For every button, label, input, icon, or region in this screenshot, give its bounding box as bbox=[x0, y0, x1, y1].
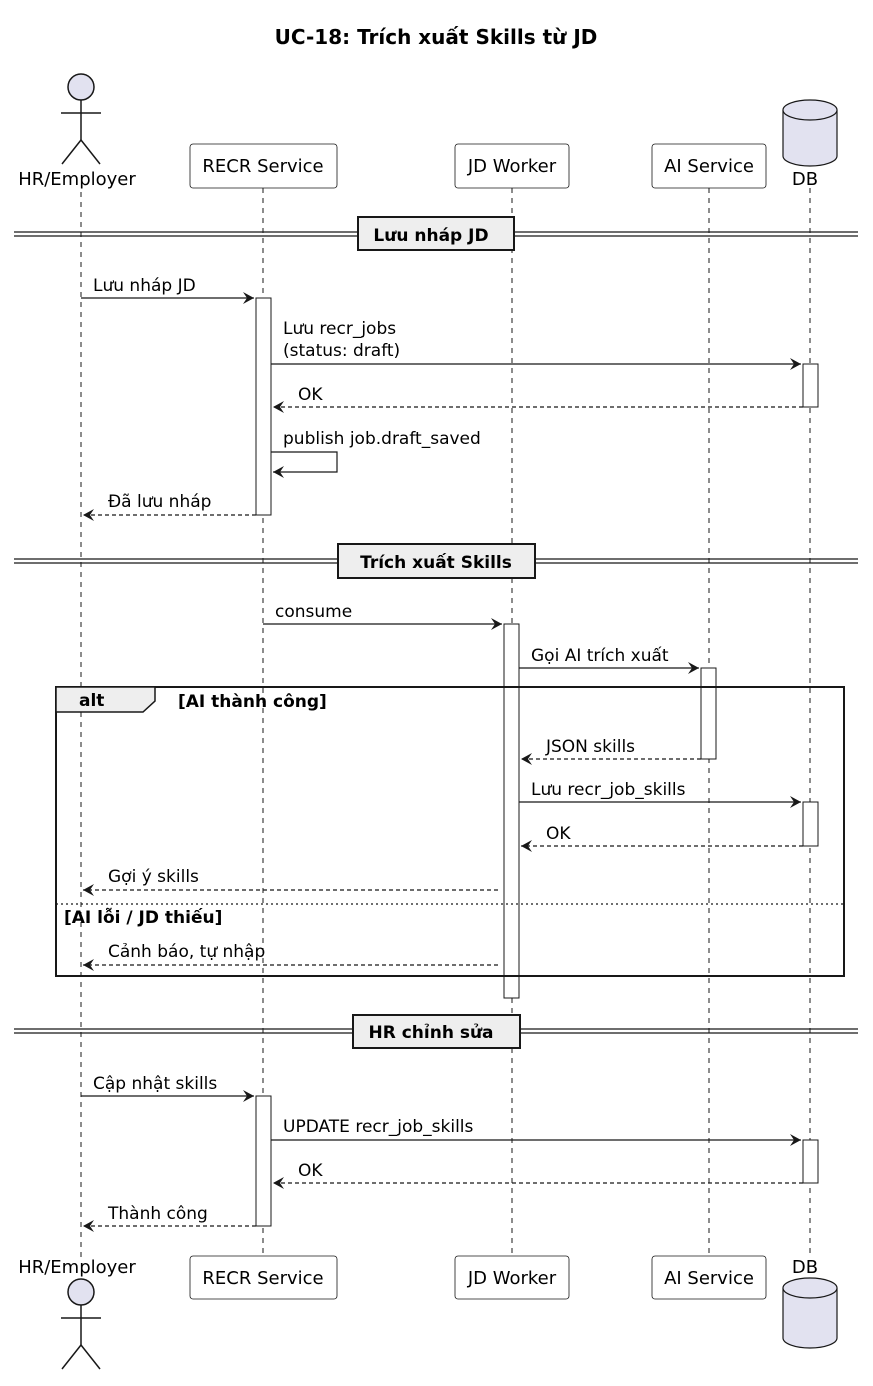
message-label: Cảnh báo, tự nhập bbox=[108, 942, 265, 962]
message-2: Lưu recr_jobs (status: draft) bbox=[271, 319, 801, 370]
alt-keyword: alt bbox=[79, 691, 104, 711]
message-9: Lưu recr_job_skills bbox=[519, 780, 801, 808]
divider-3: HR chỉnh sửa bbox=[14, 1014, 858, 1049]
participant-label-recr: RECR Service bbox=[202, 156, 323, 177]
participant-worker-top: JD Worker bbox=[454, 143, 570, 189]
alt-guard-1: [AI thành công] bbox=[178, 692, 327, 712]
alt-guard-2: [AI lỗi / JD thiếu] bbox=[64, 906, 222, 928]
message-label: (status: draft) bbox=[283, 341, 400, 361]
message-13: Cập nhật skills bbox=[81, 1074, 254, 1102]
participant-recr-top: RECR Service bbox=[189, 143, 338, 189]
participant-db-top: DB bbox=[782, 99, 838, 190]
divider-2: Trích xuất Skills bbox=[14, 543, 858, 579]
message-4-self: publish job.draft_saved bbox=[271, 429, 481, 478]
participant-label-recr: RECR Service bbox=[202, 1268, 323, 1289]
message-label: Lưu recr_jobs bbox=[283, 319, 396, 339]
message-label: OK bbox=[546, 824, 571, 844]
activation-db-1 bbox=[802, 363, 819, 408]
participant-label-hr: HR/Employer bbox=[18, 169, 136, 190]
activation-ai bbox=[700, 667, 717, 760]
divider-1: Lưu nháp JD bbox=[14, 216, 858, 251]
message-label: consume bbox=[275, 602, 352, 622]
message-label: OK bbox=[298, 1161, 323, 1181]
message-14: UPDATE recr_job_skills bbox=[271, 1117, 801, 1146]
activation-db-2 bbox=[802, 801, 819, 847]
activation-recr-2 bbox=[255, 1095, 272, 1227]
message-label: Đã lưu nháp bbox=[108, 492, 211, 512]
participant-db-bottom: DB bbox=[782, 1257, 838, 1349]
message-1: Lưu nháp JD bbox=[81, 276, 254, 304]
participant-hr-top: HR/Employer bbox=[18, 73, 136, 190]
message-7: Gọi AI trích xuất bbox=[519, 645, 699, 674]
participant-label-ai: AI Service bbox=[664, 1268, 754, 1289]
participant-label-worker: JD Worker bbox=[467, 1268, 557, 1289]
divider-label: HR chỉnh sửa bbox=[368, 1023, 493, 1043]
database-icon bbox=[782, 110, 838, 167]
message-5: Đã lưu nháp bbox=[83, 492, 256, 521]
message-6: consume bbox=[263, 602, 502, 630]
divider-label: Trích xuất Skills bbox=[360, 552, 512, 573]
database-icon bbox=[782, 1288, 838, 1349]
message-15: OK bbox=[273, 1161, 803, 1189]
message-10: OK bbox=[521, 824, 803, 852]
message-label: OK bbox=[298, 385, 323, 405]
message-label: Thành công bbox=[107, 1204, 208, 1224]
message-label: Gợi ý skills bbox=[108, 867, 199, 887]
participant-label-worker: JD Worker bbox=[467, 156, 557, 177]
participant-hr-bottom: HR/Employer bbox=[18, 1257, 136, 1370]
message-label: UPDATE recr_job_skills bbox=[283, 1117, 474, 1137]
activation-db-3 bbox=[802, 1139, 819, 1184]
message-16: Thành công bbox=[83, 1204, 256, 1232]
actor-head-icon bbox=[67, 73, 95, 101]
message-3: OK bbox=[273, 385, 803, 413]
participant-ai-top: AI Service bbox=[651, 143, 767, 189]
diagram-title: UC-18: Trích xuất Skills từ JD bbox=[275, 25, 598, 49]
participant-ai-bottom: AI Service bbox=[651, 1255, 767, 1300]
message-label: Lưu nháp JD bbox=[93, 276, 196, 296]
participant-label-hr: HR/Employer bbox=[18, 1257, 136, 1278]
participant-label-ai: AI Service bbox=[664, 156, 754, 177]
message-label: Cập nhật skills bbox=[93, 1074, 217, 1094]
message-label: Gọi AI trích xuất bbox=[531, 645, 669, 666]
message-label: JSON skills bbox=[545, 737, 635, 757]
message-8: JSON skills bbox=[521, 737, 701, 765]
participant-worker-bottom: JD Worker bbox=[454, 1255, 570, 1300]
message-label: Lưu recr_job_skills bbox=[531, 780, 686, 800]
message-label: publish job.draft_saved bbox=[283, 429, 481, 449]
message-11: Gợi ý skills bbox=[83, 867, 498, 896]
divider-label: Lưu nháp JD bbox=[373, 226, 488, 246]
participant-recr-bottom: RECR Service bbox=[189, 1255, 338, 1300]
participant-label-db: DB bbox=[792, 169, 818, 190]
alt-fragment: alt [AI thành công] [AI lỗi / JD thiếu] bbox=[55, 686, 845, 977]
actor-head-icon bbox=[67, 1278, 95, 1306]
message-12: Cảnh báo, tự nhập bbox=[83, 942, 498, 971]
participant-label-db: DB bbox=[792, 1257, 818, 1278]
activation-recr-1 bbox=[255, 297, 272, 516]
activation-worker bbox=[503, 623, 520, 999]
